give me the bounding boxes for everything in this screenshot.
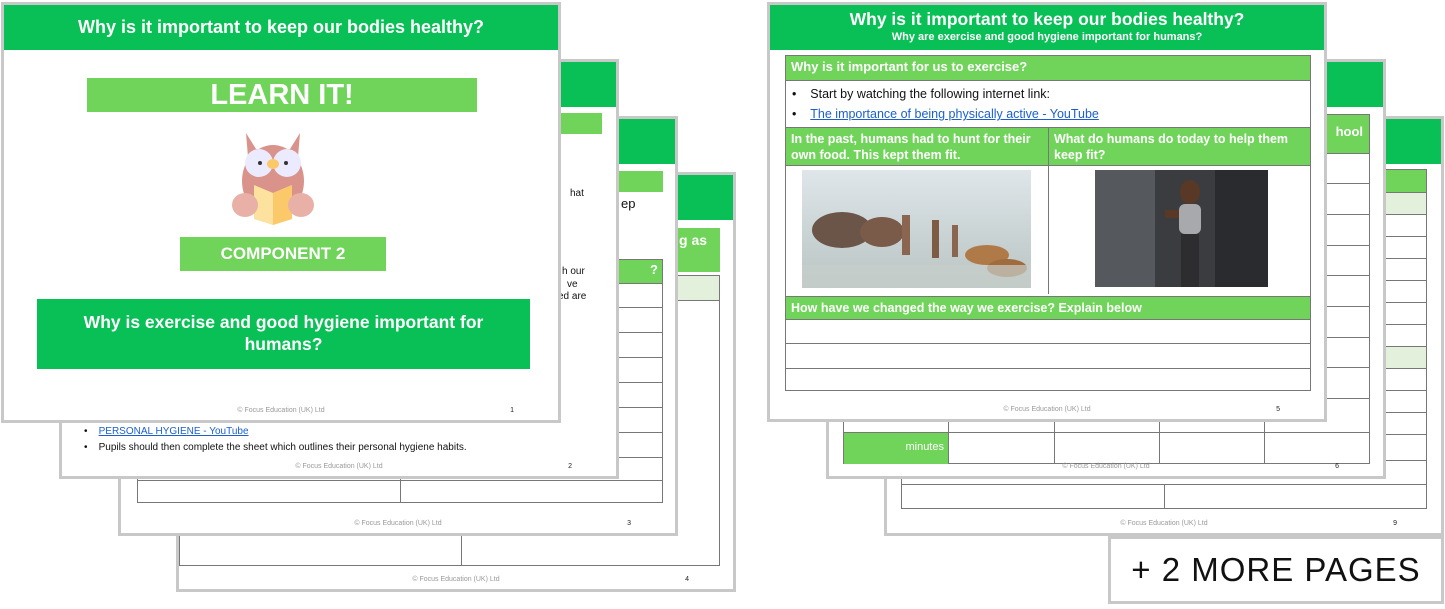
- text-fragment: ep: [621, 196, 636, 211]
- slide-title: Why is it important to keep our bodies h…: [77, 17, 485, 37]
- learn-it-text: LEARN IT!: [210, 79, 354, 111]
- exercise-table: Why is it important for us to exercise? …: [785, 55, 1311, 391]
- page-number: 2: [568, 463, 572, 470]
- more-pages-text: + 2 MORE PAGES: [1131, 551, 1421, 588]
- section-title: Why is it important for us to exercise?: [791, 59, 1028, 74]
- page-number: 4: [685, 576, 689, 583]
- bullet-link[interactable]: • The importance of being physically act…: [792, 107, 1099, 121]
- minutes-text: minutes: [905, 441, 944, 453]
- section-header: Why is it important for us to exercise?: [786, 56, 1310, 80]
- slide-header: Why is it important to keep our bodies h…: [4, 5, 558, 50]
- page-number: 5: [1276, 406, 1280, 413]
- youtube-link[interactable]: The importance of being physically activ…: [810, 107, 1099, 121]
- text-fragment: hat: [570, 188, 584, 199]
- slide-subtitle: Why are exercise and good hygiene import…: [891, 31, 1203, 43]
- bullet-text: Pupils should then complete the sheet wh…: [98, 442, 467, 453]
- footer: © Focus Education (UK) Ltd: [1003, 406, 1091, 413]
- more-pages-badge: + 2 MORE PAGES: [1108, 536, 1444, 604]
- bullet-item: • Pupils should then complete the sheet …: [84, 442, 467, 453]
- column-text: In the past, humans had to hunt for thei…: [791, 132, 1031, 162]
- column-header-today: What do humans do today to help them kee…: [1049, 128, 1310, 165]
- page-number: 3: [627, 520, 631, 527]
- header-text: ?: [650, 262, 658, 277]
- page-number: 6: [1335, 463, 1339, 470]
- text-fragment: h our: [562, 266, 585, 277]
- component-badge: COMPONENT 2: [180, 237, 386, 271]
- footer: © Focus Education (UK) Ltd: [295, 463, 383, 470]
- bullet-item: • Start by watching the following intern…: [792, 87, 1050, 101]
- text-fragment: ve: [567, 279, 578, 290]
- slide-header: Why is it important to keep our bodies h…: [770, 5, 1324, 50]
- bullet: •: [84, 442, 99, 453]
- section-title: How have we changed the way we exercise?…: [791, 301, 1142, 315]
- footer: © Focus Education (UK) Ltd: [354, 520, 442, 527]
- slide-title: Why is it important to keep our bodies h…: [849, 9, 1245, 29]
- bullet: •: [792, 87, 811, 101]
- question-text: Why is exercise and good hygiene importa…: [83, 312, 484, 354]
- owl-reading-icon: [232, 133, 314, 225]
- footer: © Focus Education (UK) Ltd: [1062, 463, 1150, 470]
- text-fragment: ed are: [558, 291, 587, 302]
- hygiene-video-link[interactable]: PERSONAL HYGIENE - YouTube: [98, 426, 249, 437]
- bullet-text: Start by watching the following internet…: [810, 87, 1050, 101]
- minutes-label: minutes: [844, 433, 948, 464]
- bullet-link[interactable]: • PERSONAL HYGIENE - YouTube: [84, 426, 249, 437]
- woman-exercising-gym-image: [1095, 170, 1268, 287]
- header-text: hool: [1335, 124, 1363, 139]
- footer: © Focus Education (UK) Ltd: [237, 407, 325, 414]
- learn-it-banner: LEARN IT!: [87, 78, 477, 112]
- component-text: COMPONENT 2: [220, 244, 346, 263]
- bullet: •: [84, 426, 99, 437]
- page-number: 9: [1393, 520, 1397, 527]
- prehistoric-hunters-image: [802, 170, 1031, 288]
- heading-text: g as: [679, 232, 708, 248]
- slide-1: Why is it important to keep our bodies h…: [1, 2, 561, 423]
- footer: © Focus Education (UK) Ltd: [1120, 520, 1208, 527]
- bullet: •: [792, 107, 811, 121]
- section-header: How have we changed the way we exercise?…: [786, 297, 1310, 319]
- question-box: Why is exercise and good hygiene importa…: [37, 299, 530, 369]
- footer: © Focus Education (UK) Ltd: [412, 576, 500, 583]
- column-text: What do humans do today to help them kee…: [1054, 132, 1289, 162]
- page-number: 1: [510, 407, 514, 414]
- column-header-past: In the past, humans had to hunt for thei…: [786, 128, 1048, 165]
- slide-5: Why is it important to keep our bodies h…: [767, 2, 1327, 422]
